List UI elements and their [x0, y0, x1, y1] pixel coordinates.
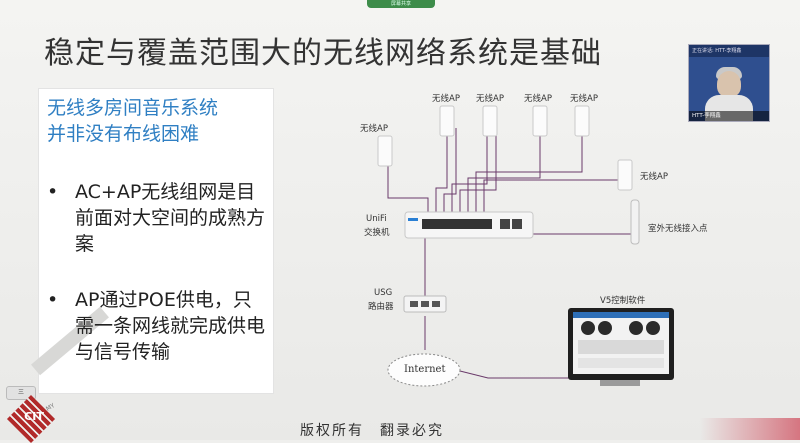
slide-title: 稳定与覆盖范围大的无线网络系统是基础: [44, 36, 602, 71]
ap-label: 无线AP: [360, 124, 388, 134]
ap-label: 无线AP: [432, 94, 460, 104]
controller-monitor-icon: [568, 308, 674, 386]
bullet-text: AC+AP无线组网是目前面对大空间的成熟方案: [75, 181, 266, 255]
ap-label: 无线AP: [476, 94, 504, 104]
network-diagram-graphic: [377, 105, 674, 387]
corner-banner: [700, 418, 800, 440]
ap-label: 无线AP: [640, 172, 668, 182]
speaking-banner: 正在讲话: HTT-李翔鑫: [689, 45, 769, 57]
bullet-dot-icon: •: [47, 181, 59, 203]
speaker-face: [717, 71, 741, 97]
switch-label-line1: UniFi: [366, 214, 387, 224]
router-label-line2: 路由器: [368, 302, 394, 312]
wireless-ap-icon: [617, 159, 633, 191]
wireless-ap-icon: [439, 105, 455, 137]
internet-cloud-icon: [387, 353, 461, 387]
wireless-ap-icon: [574, 105, 590, 137]
speaker-video-thumbnail[interactable]: 正在讲话: HTT-李翔鑫 HTT-李翔鑫: [688, 44, 770, 122]
panel-heading-line2: 并非没有布线困难: [47, 123, 200, 145]
wireless-ap-icon: [532, 105, 548, 137]
wireless-ap-icon: [377, 135, 393, 167]
network-diagram: 无线AP 无线AP 无线AP 无线AP 无线AP 无线AP 室外无线接入点 Un…: [300, 88, 708, 392]
outdoor-ap-icon: [630, 199, 640, 245]
cit-logo-text: CIT: [24, 410, 44, 423]
screen-share-tab[interactable]: 屏幕共享: [367, 0, 435, 8]
ap-label: 无线AP: [524, 94, 552, 104]
router-icon: [403, 295, 447, 313]
text-panel: 无线多房间音乐系统 并非没有布线困难 • AC+AP无线组网是目前面对大空间的成…: [31, 88, 274, 394]
copyright-footer: 版权所有 翻录必究: [300, 423, 444, 439]
controller-label: V5控制软件: [600, 296, 646, 306]
switch-label-line2: 交换机: [364, 228, 390, 238]
internet-label: Internet: [404, 364, 446, 375]
wireless-ap-icon: [482, 105, 498, 137]
panel-heading-line1: 无线多房间音乐系统: [47, 97, 219, 119]
ap-label: 无线AP: [570, 94, 598, 104]
bullet-dot-icon: •: [47, 289, 59, 311]
bullet-text: AP通过POE供电，只需一条网线就完成供电与信号传输: [75, 289, 266, 363]
switch-icon: [404, 211, 534, 239]
panel-heading: 无线多房间音乐系统 并非没有布线困难: [47, 95, 267, 147]
router-label-line1: USG: [374, 288, 393, 298]
outdoor-ap-label: 室外无线接入点: [648, 224, 708, 234]
speaker-name-caption: HTT-李翔鑫: [689, 111, 769, 121]
